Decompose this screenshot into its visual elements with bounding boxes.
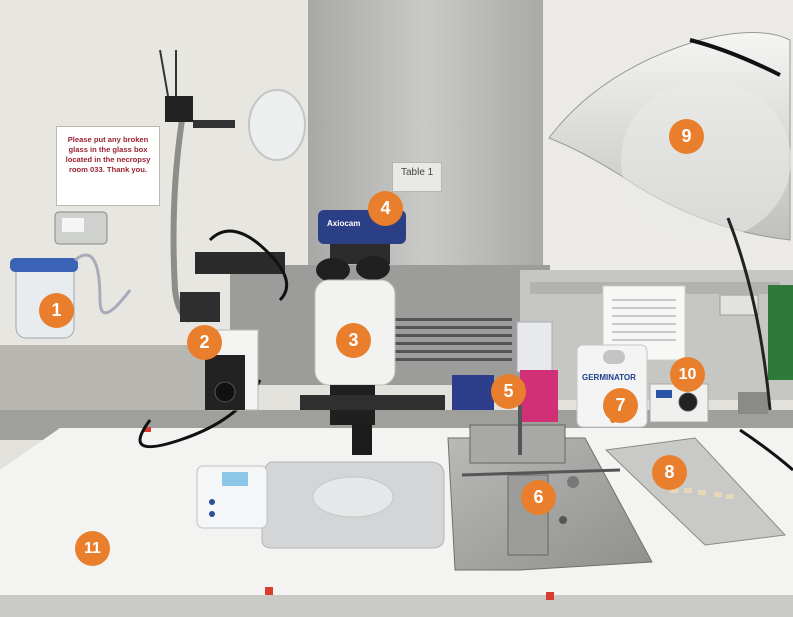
marker-1: 1 xyxy=(39,293,74,328)
germinator-label: GERMINATOR xyxy=(582,373,636,382)
sign-line: Please put any broken xyxy=(67,135,149,144)
marker-2: 2 xyxy=(187,325,222,360)
sign-line: glass in the glass box xyxy=(68,145,148,154)
sign-line: room 033. Thank you. xyxy=(68,165,148,174)
marker-7: 7 xyxy=(603,388,638,423)
marker-3: 3 xyxy=(336,323,371,358)
broken-glass-sign: Please put any broken glass in the glass… xyxy=(56,126,160,206)
camera-label: Axiocam xyxy=(327,219,361,228)
table-label: Table 1 xyxy=(392,162,442,192)
marker-4: 4 xyxy=(368,191,403,226)
marker-8: 8 xyxy=(652,455,687,490)
marker-9: 9 xyxy=(669,119,704,154)
sign-line: located in the necropsy xyxy=(65,155,151,164)
marker-11: 11 xyxy=(75,531,110,566)
marker-6: 6 xyxy=(521,480,556,515)
marker-5: 5 xyxy=(491,374,526,409)
marker-10: 10 xyxy=(670,357,705,392)
